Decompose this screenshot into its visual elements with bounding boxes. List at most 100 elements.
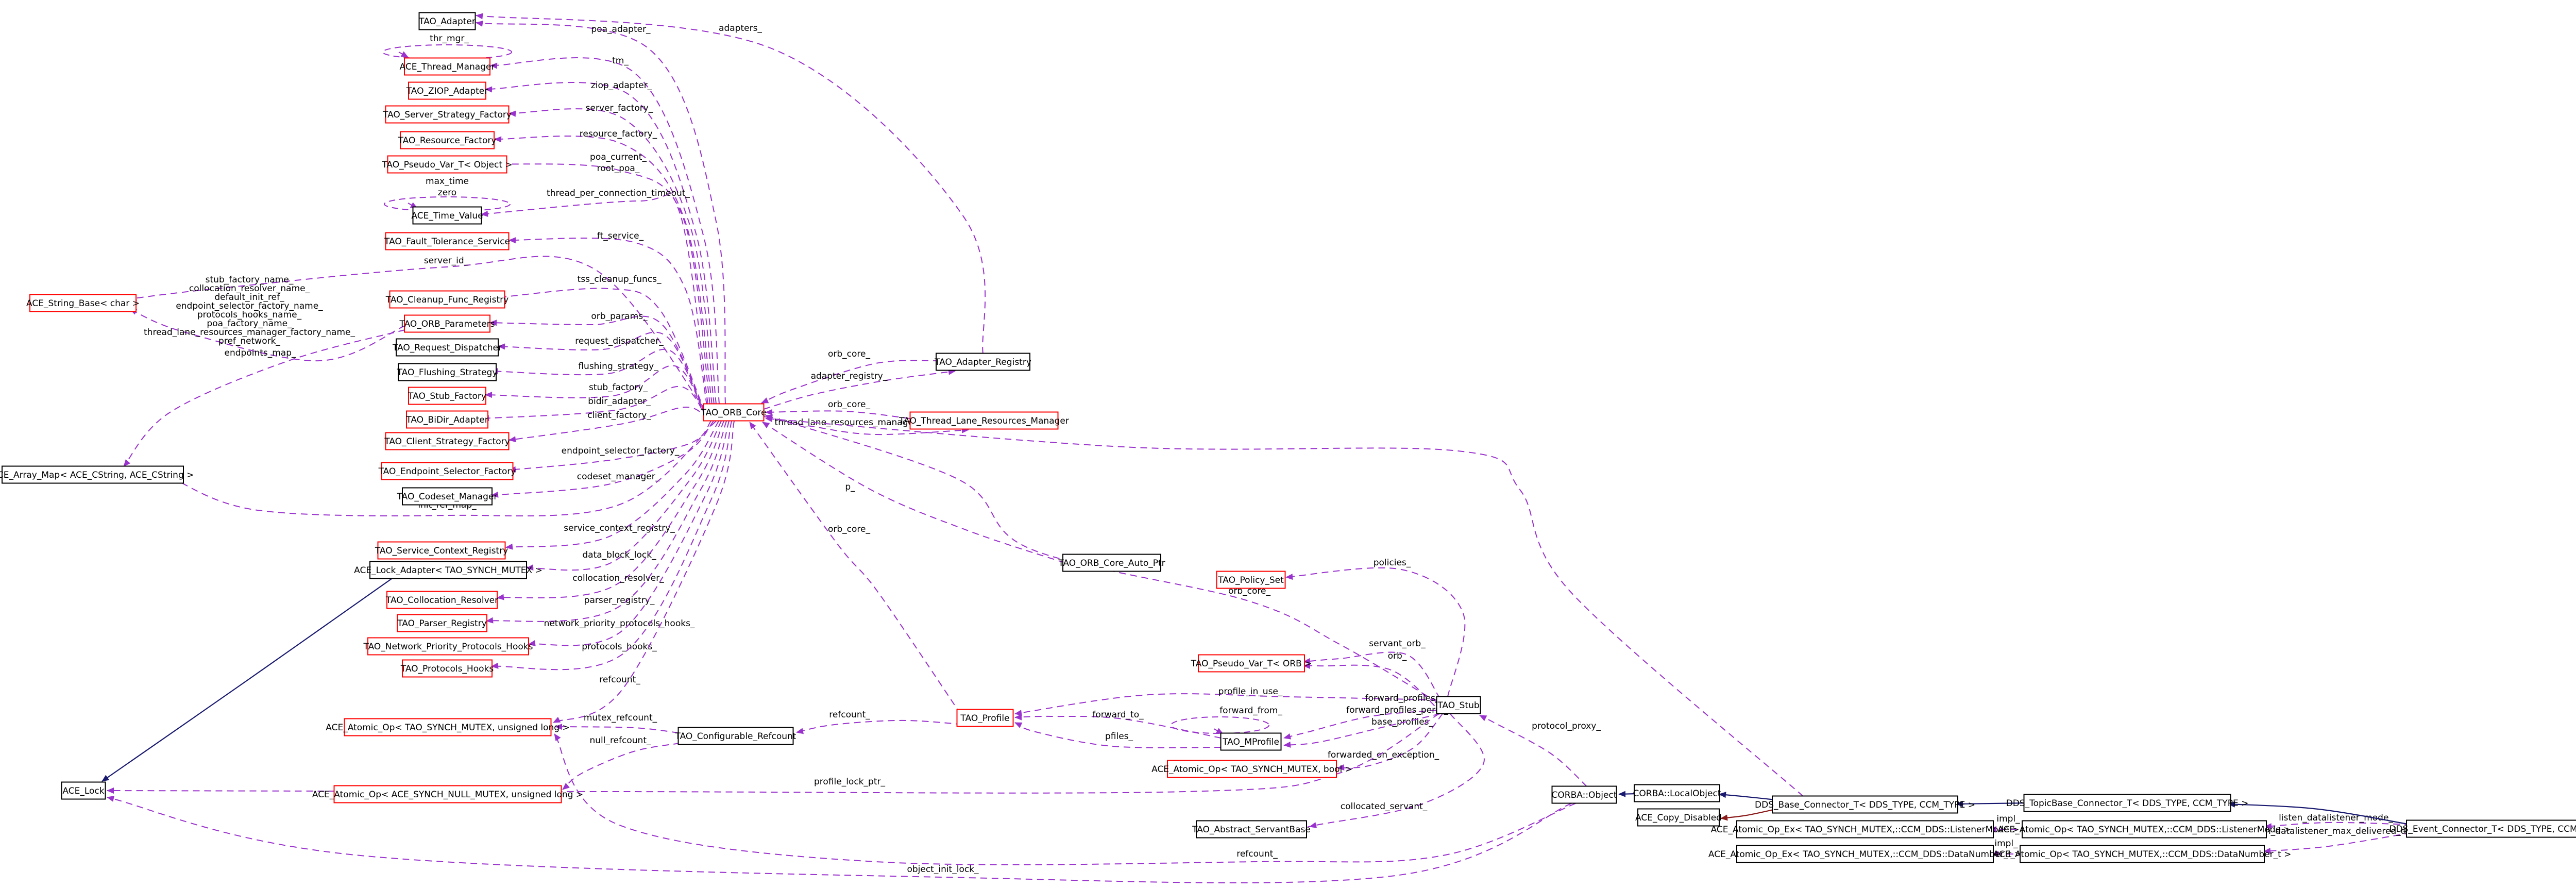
class-node-ACE_Lock_Adapter[interactable]: ACE_Lock_Adapter< TAO_SYNCH_MUTEX > <box>354 561 543 579</box>
class-node-TAO_Network_Priority_Protocols_Hooks[interactable]: TAO_Network_Priority_Protocols_Hooks <box>363 637 533 656</box>
edge-label: null_refcount_ <box>589 735 651 746</box>
edge-TAO_MProfile-to-TAO_Profile <box>1014 722 1222 748</box>
class-node-ACE_Atomic_Op_ListenerMode[interactable]: ACE_Atomic_Op< TAO_SYNCH_MUTEX,::CCM_DDS… <box>1997 820 2291 839</box>
class-node-ACE_Atomic_Op_null_ulong[interactable]: ACE_Atomic_Op< ACE_SYNCH_NULL_MUTEX, uns… <box>312 785 583 803</box>
class-node-TAO_Abstract_ServantBase[interactable]: TAO_Abstract_ServantBase <box>1192 820 1311 839</box>
class-node-TAO_Fault_Tolerance_Service[interactable]: TAO_Fault_Tolerance_Service <box>384 232 510 250</box>
edge-label: stub_factory_name_ <box>206 275 294 285</box>
edge-DDS_Base_Connector_T-to-ACE_Copy_Disabled <box>1720 808 1776 821</box>
edge-label: adapter_registry_ <box>811 371 888 381</box>
edge-TAO_ORB_Core-to-TAO_Client_Strategy_Factory <box>509 406 708 443</box>
class-node-label: TAO_Configurable_Refcount <box>675 731 796 742</box>
class-node-label: TAO_Pseudo_Var_T< ORB > <box>1191 659 1312 669</box>
edge-ACE_Lock_Adapter-to-ACE_Lock <box>101 578 392 782</box>
class-node-TAO_Parser_Registry[interactable]: TAO_Parser_Registry <box>397 614 487 632</box>
class-node-TAO_Pseudo_Var_T_Object[interactable]: TAO_Pseudo_Var_T< Object > <box>381 155 513 174</box>
class-node-TAO_Endpoint_Selector_Factory[interactable]: TAO_Endpoint_Selector_Factory <box>378 462 516 480</box>
edge-TAO_Profile-to-TAO_Configurable_Refcount <box>796 719 986 734</box>
edge-label: stub_factory_ <box>589 382 648 393</box>
edge-DDS_Event_Connector_T-to-ACE_Atomic_Op_ListenerMode <box>2264 822 2412 830</box>
class-node-TAO_Configurable_Refcount[interactable]: TAO_Configurable_Refcount <box>675 727 796 745</box>
edge-TAO_ORB_Core-to-TAO_BiDir_Adapter <box>482 386 707 422</box>
class-node-DDS_Base_Connector_T[interactable]: DDS_Base_Connector_T< DDS_TYPE, CCM_TYPE… <box>1755 795 1975 814</box>
class-node-TAO_Protocols_Hooks[interactable]: TAO_Protocols_Hooks <box>400 659 494 678</box>
class-node-ACE_String_Base[interactable]: ACE_String_Base< char > <box>26 294 140 312</box>
edge-TAO_ORB_Core-to-ACE_Lock_Adapter <box>526 421 722 571</box>
class-node-TAO_Pseudo_Var_T_ORB[interactable]: TAO_Pseudo_Var_T< ORB > <box>1191 654 1312 673</box>
class-node-TAO_Resource_Factory[interactable]: TAO_Resource_Factory <box>398 131 497 149</box>
class-node-TAO_Adapter[interactable]: TAO_Adapter <box>418 12 476 30</box>
class-node-label: ACE_Thread_Manager <box>400 62 495 72</box>
class-node-TAO_Stub_Factory[interactable]: TAO_Stub_Factory <box>408 387 486 405</box>
class-node-ACE_Atomic_Op_Ex_DataNumber[interactable]: ACE_Atomic_Op_Ex< TAO_SYNCH_MUTEX,::CCM_… <box>1708 845 2022 863</box>
class-node-TAO_Collocation_Resolver[interactable]: TAO_Collocation_Resolver <box>385 591 498 609</box>
class-node-ACE_Atomic_Op_bool[interactable]: ACE_Atomic_Op< TAO_SYNCH_MUTEX, bool > <box>1151 760 1352 778</box>
class-node-ACE_Copy_Disabled[interactable]: ACE_Copy_Disabled <box>1635 808 1722 827</box>
edge-label: default_init_ref_ <box>214 292 284 303</box>
class-node-ACE_Thread_Manager[interactable]: ACE_Thread_Manager <box>400 57 495 76</box>
edge-label: forwarded_on_exception_ <box>1328 750 1439 760</box>
class-node-ACE_Atomic_Op_DataNumber[interactable]: ACE_Atomic_Op< TAO_SYNCH_MUTEX,::CCM_DDS… <box>1993 845 2292 863</box>
edge-TAO_ORB_Core-to-TAO_Flushing_Strategy <box>490 348 706 416</box>
edge-TAO_ORB_Core-to-TAO_Cleanup_Func_Registry <box>498 288 705 412</box>
edge-TAO_Profile-to-TAO_ORB_Core <box>749 422 961 715</box>
class-node-TAO_Codeset_Manager[interactable]: TAO_Codeset_Manager <box>397 487 498 506</box>
class-node-TAO_Server_Strategy_Factory[interactable]: TAO_Server_Strategy_Factory <box>382 105 512 124</box>
edge-TAO_Adapter_Registry-to-TAO_Adapter <box>476 13 986 354</box>
class-node-DDS_Event_Connector_T: DDS_Event_Connector_T< DDS_TYPE, CCM_TYP… <box>2389 819 2576 838</box>
self-loop-ACE_Thread_Manager <box>382 44 512 60</box>
class-node-ACE_Lock[interactable]: ACE_Lock <box>61 781 106 800</box>
edge-label: flushing_strategy_ <box>578 361 658 372</box>
edge-label: servant_orb_ <box>1369 639 1426 649</box>
class-node-DDS_TopicBase_Connector_T[interactable]: DDS_TopicBase_Connector_T< DDS_TYPE, CCM… <box>2006 794 2249 812</box>
class-node-label: TAO_ORB_Core_Auto_Ptr <box>1058 558 1165 568</box>
class-node-ACE_Atomic_Op_ulong[interactable]: ACE_Atomic_Op< TAO_SYNCH_MUTEX, unsigned… <box>326 718 570 736</box>
edge-TAO_ORB_Core-to-ACE_Array_Map <box>172 421 717 517</box>
edge-TAO_ORB_Parameters-to-ACE_String_Base <box>129 309 405 362</box>
class-node-TAO_Request_Dispatcher[interactable]: TAO_Request_Dispatcher <box>392 338 502 357</box>
class-node-label: ACE_Atomic_Op< TAO_SYNCH_MUTEX, unsigned… <box>326 723 570 733</box>
class-node-TAO_ORB_Parameters[interactable]: TAO_ORB_Parameters <box>399 314 495 333</box>
class-node-TAO_Flushing_Strategy[interactable]: TAO_Flushing_Strategy <box>397 363 498 381</box>
edge-TAO_Stub-to-TAO_MProfile <box>1283 710 1437 740</box>
class-node-TAO_ORB_Core[interactable]: TAO_ORB_Core <box>701 403 767 422</box>
class-node-TAO_BiDir_Adapter[interactable]: TAO_BiDir_Adapter <box>405 410 488 429</box>
edge-label: forward_profiles_perm_ <box>1346 705 1448 715</box>
edge-DDS_TopicBase_Connector_T-to-DDS_Base_Connector_T <box>1956 800 2029 807</box>
edge-label: orb_core_ <box>828 524 871 534</box>
class-node-label: TAO_Protocols_Hooks <box>400 664 494 674</box>
edge-label: tss_cleanup_funcs_ <box>578 274 662 284</box>
class-node-CORBA_Object[interactable]: CORBA::Object <box>1551 785 1617 804</box>
class-node-TAO_MProfile[interactable]: TAO_MProfile <box>1220 732 1282 751</box>
class-node-label: TAO_Codeset_Manager <box>397 492 498 502</box>
class-node-label: ACE_Atomic_Op_Ex< TAO_SYNCH_MUTEX,::CCM_… <box>1711 825 2020 835</box>
class-node-TAO_Profile[interactable]: TAO_Profile <box>956 709 1014 727</box>
class-node-label: TAO_Abstract_ServantBase <box>1192 825 1311 835</box>
class-node-label: TAO_Endpoint_Selector_Factory <box>378 466 516 477</box>
edge-label: forward_profiles_ <box>1365 693 1440 703</box>
class-node-TAO_Policy_Set[interactable]: TAO_Policy_Set <box>1216 571 1286 589</box>
edge-label: thread_lane_resources_manager_ <box>775 417 922 428</box>
edge-label: resource_factory_ <box>580 129 657 139</box>
edge-TAO_ORB_Core-to-TAO_Pseudo_Var_T_Object <box>498 161 710 405</box>
class-node-TAO_Thread_Lane_Resources_Manager[interactable]: TAO_Thread_Lane_Resources_Manager <box>899 411 1069 430</box>
class-node-ACE_Time_Value[interactable]: ACE_Time_Value <box>411 206 483 225</box>
edge-DDS_Base_Connector_T-to-TAO_ORB_Core <box>765 416 1804 797</box>
class-node-ACE_Atomic_Op_Ex_ListenerMode[interactable]: ACE_Atomic_Op_Ex< TAO_SYNCH_MUTEX,::CCM_… <box>1711 820 2020 839</box>
class-node-CORBA_LocalObject[interactable]: CORBA::LocalObject <box>1633 784 1721 802</box>
class-node-label: TAO_Flushing_Strategy <box>397 367 498 378</box>
edge-TAO_Stub-to-TAO_Profile <box>1014 693 1437 716</box>
edge-label: root_poa_ <box>597 163 640 174</box>
class-node-TAO_ZIOP_Adapter[interactable]: TAO_ZIOP_Adapter <box>406 81 488 100</box>
class-node-TAO_Stub[interactable]: TAO_Stub <box>1436 696 1481 714</box>
class-node-TAO_ORB_Core_Auto_Ptr[interactable]: TAO_ORB_Core_Auto_Ptr <box>1058 554 1165 572</box>
class-node-label: ACE_Lock <box>62 786 104 796</box>
class-node-ACE_Array_Map[interactable]: ACE_Array_Map< ACE_CString, ACE_CString … <box>0 465 194 484</box>
class-node-TAO_Adapter_Registry[interactable]: TAO_Adapter_Registry <box>934 353 1031 371</box>
edge-label: tm_ <box>612 56 629 66</box>
class-node-TAO_Cleanup_Func_Registry[interactable]: TAO_Cleanup_Func_Registry <box>385 290 509 309</box>
class-node-TAO_Client_Strategy_Factory[interactable]: TAO_Client_Strategy_Factory <box>384 432 510 450</box>
class-node-TAO_Service_Context_Registry[interactable]: TAO_Service_Context_Registry <box>375 541 508 560</box>
class-node-label: TAO_Service_Context_Registry <box>375 546 508 556</box>
edge-label: client_factory_ <box>587 410 651 421</box>
